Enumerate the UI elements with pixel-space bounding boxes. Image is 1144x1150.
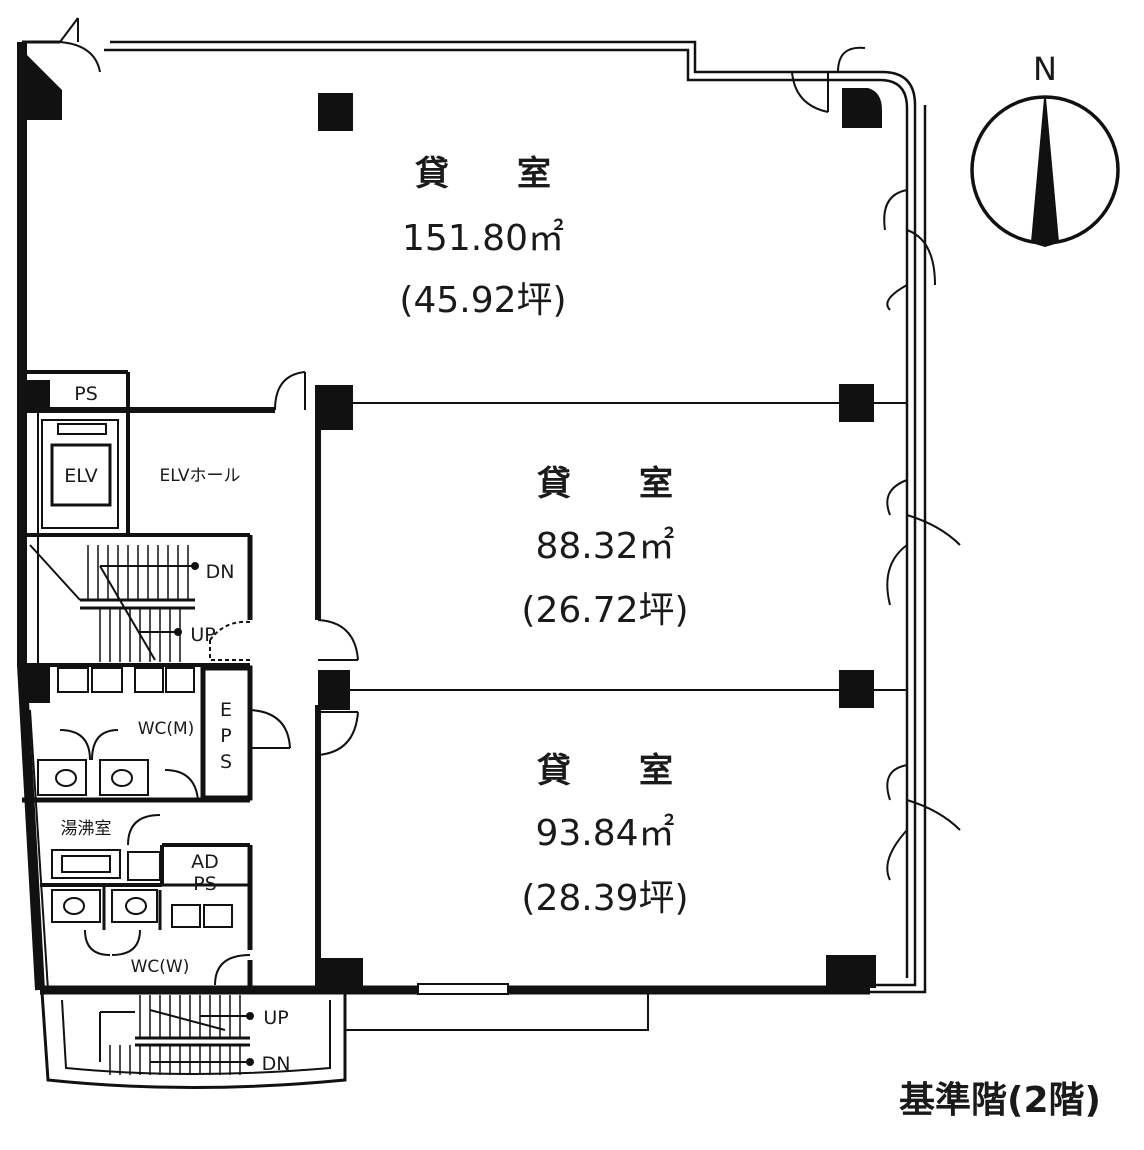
corner-column-nw (27, 55, 62, 120)
elv-hall-label: ELVホール (160, 466, 241, 486)
upper-stair (29, 544, 251, 662)
lower-stair-dn-label: DN (262, 1053, 291, 1075)
room-2-area-sqm: 88.32㎡ (535, 525, 674, 567)
wc-m-fixtures (37, 667, 199, 801)
core-labels: PS ELV ELVホール DN UP WC(M) E P S 湯沸室 AD P… (61, 383, 291, 1075)
wc-w-fixtures (51, 814, 251, 986)
upper-stair-up-label: UP (190, 624, 215, 646)
room-1-labels: 貸 室 151.80㎡ (45.92坪) (399, 154, 566, 321)
ad-ps-label: PS (193, 873, 217, 895)
wc-w-label: WC(W) (131, 957, 190, 977)
room-1-name: 貸 室 (415, 154, 551, 194)
kitchen-label: 湯沸室 (61, 819, 112, 839)
wc-m-label: WC(M) (138, 719, 195, 739)
interior-walls (22, 370, 907, 991)
room-2-area-tsubo: (26.72坪) (521, 590, 688, 631)
eps-s-label: S (220, 751, 232, 773)
room-3-name: 貸 室 (537, 751, 673, 791)
room-3-area-sqm: 93.84㎡ (535, 812, 674, 854)
floor-title: 基準階(2階) (899, 1080, 1101, 1121)
ps-label: PS (74, 383, 98, 405)
compass: N (970, 50, 1120, 248)
room-3-area-tsubo: (28.39坪) (521, 878, 688, 919)
columns (22, 88, 882, 988)
elv-label: ELV (64, 465, 98, 487)
room-1-area-sqm: 151.80㎡ (402, 217, 564, 259)
room-2-labels: 貸 室 88.32㎡ (26.72坪) (521, 464, 688, 631)
lower-stair-up-label: UP (263, 1007, 288, 1029)
lower-stair (99, 995, 254, 1075)
room-1-area-tsubo: (45.92坪) (399, 280, 566, 321)
ad-label: AD (191, 851, 219, 873)
elevator (41, 419, 119, 529)
eps-e-label: E (220, 699, 232, 721)
entrance-door-top-left (59, 17, 101, 73)
room-2-name: 貸 室 (537, 464, 673, 504)
eps-p-label: P (220, 725, 231, 747)
compass-north-label: N (1033, 50, 1057, 88)
upper-stair-dn-label: DN (206, 561, 235, 583)
doors (249, 46, 961, 881)
room-3-labels: 貸 室 93.84㎡ (28.39坪) (521, 751, 688, 919)
